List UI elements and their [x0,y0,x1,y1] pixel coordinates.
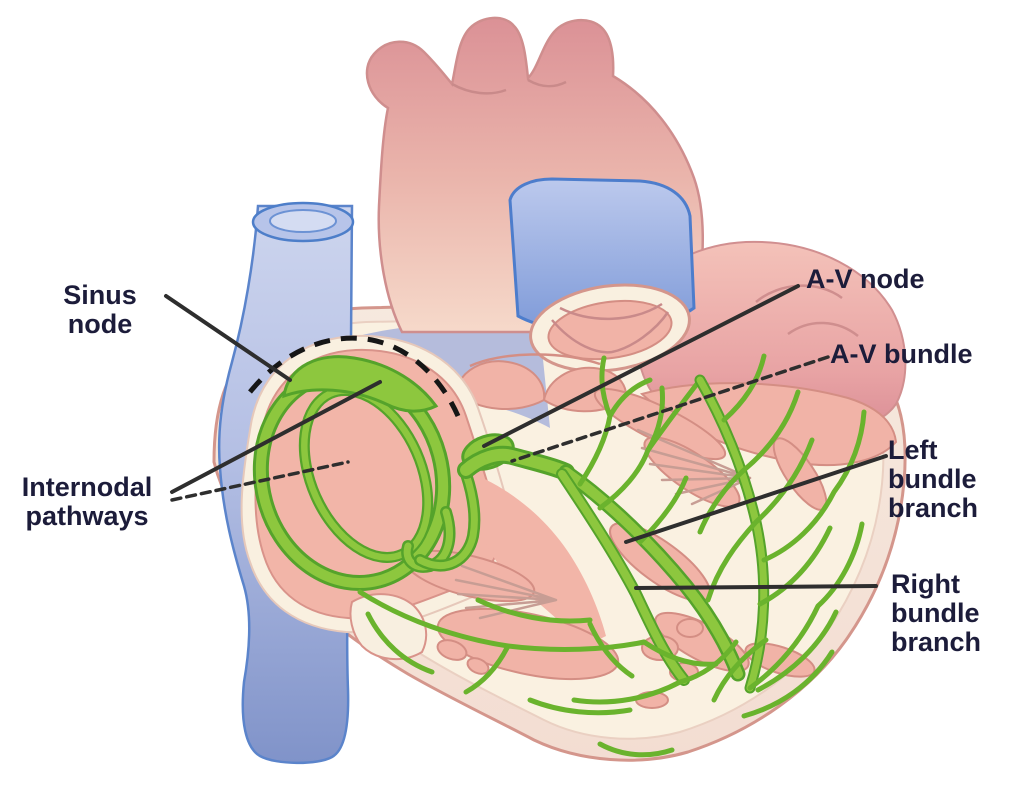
left-bundle-leader [624,454,888,544]
sinus-node-leader [164,294,292,382]
av-bundle-shape [457,445,575,481]
aorta-branch-notch [527,78,567,88]
annotation-lines [164,284,888,590]
label-av-bundle: A-V bundle [830,339,973,369]
chordae-tendineae [454,428,752,620]
pulmonary-vein-arc [787,321,859,337]
label-sinus-node: Sinus node [63,280,137,339]
label-left-bundle-branch: Left bundle branch [888,435,979,523]
purkinje-fibers-right-ventricle [357,589,839,758]
epicardial-dashed-line [248,335,461,418]
internodal-leader-lower [170,460,350,502]
sinus-node-shape [282,355,439,413]
tricuspid-flap [349,593,428,661]
septum-muscle [462,470,606,646]
svc-opening-lumen [269,209,337,233]
av-bundle-leader [510,355,830,463]
label-av-node: A-V node [806,264,925,294]
aortic-ring-line [469,353,601,368]
valve-cusp-line [551,302,670,354]
trabecula [436,639,468,661]
aortic-cusp-left [454,360,546,410]
label-right-bundle-branch: Right bundle branch [891,569,982,657]
label-internodal-pathways: Internodal pathways [21,472,153,531]
internodal-leader-upper [170,380,382,494]
trabecula [466,657,490,675]
right-bundle-leader [634,584,878,590]
purkinje-fiber-tree [577,353,867,703]
pulmonary-artery [508,177,696,373]
trabecula [676,618,704,638]
av-junction-curl [401,468,481,573]
aorta-branch-notch [451,82,507,95]
conduction-system [248,335,867,758]
av-node-leader [482,284,800,448]
